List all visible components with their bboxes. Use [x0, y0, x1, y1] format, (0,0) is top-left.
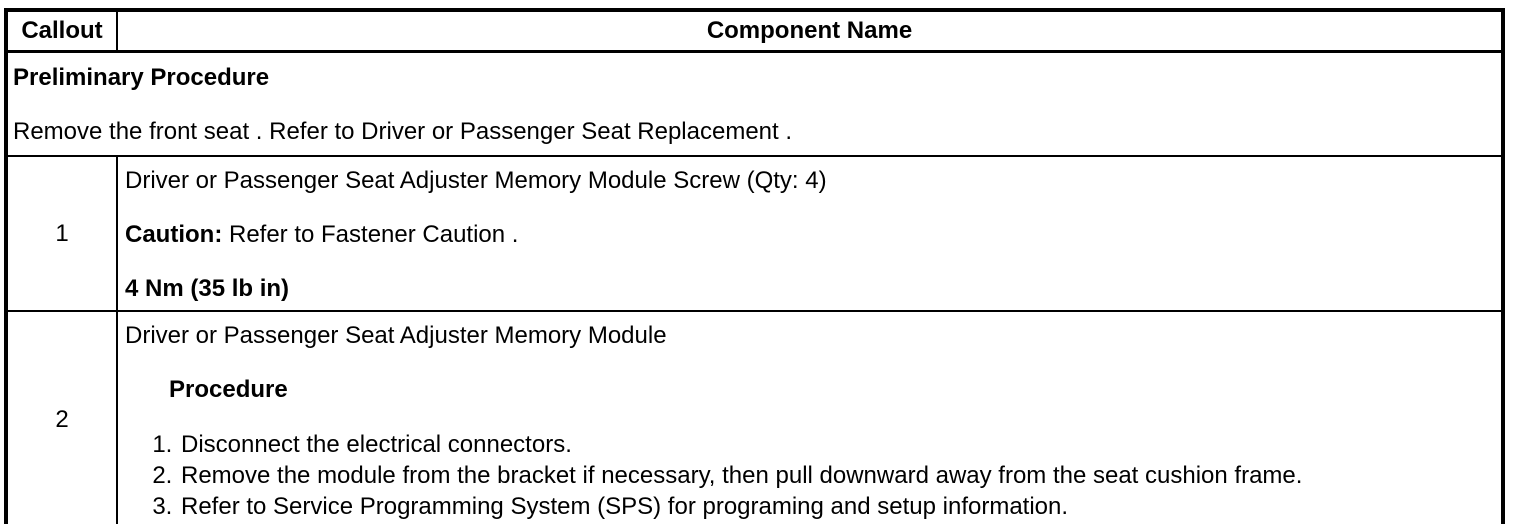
procedure-heading: Procedure: [169, 376, 288, 403]
header-cell-component-name: Component Name: [116, 10, 1503, 53]
header-row: Callout Component Name: [6, 10, 1503, 53]
preliminary-procedure-row: Preliminary Procedure Remove the front s…: [6, 50, 1503, 157]
preliminary-procedure-cell: Preliminary Procedure Remove the front s…: [6, 50, 1503, 157]
table-row: 2 Driver or Passenger Seat Adjuster Memo…: [6, 310, 1503, 524]
caution-note: Caution: Refer to Fastener Caution .: [125, 220, 1491, 250]
component-callout-table: Callout Component Name Preliminary Proce…: [4, 8, 1505, 524]
caution-label: Caution:: [125, 221, 223, 248]
component-cell: Driver or Passenger Seat Adjuster Memory…: [116, 155, 1503, 312]
component-cell: Driver or Passenger Seat Adjuster Memory…: [116, 310, 1503, 524]
table-row: 1 Driver or Passenger Seat Adjuster Memo…: [6, 155, 1503, 312]
callout-number: 1: [6, 155, 118, 312]
header-cell-callout: Callout: [6, 10, 118, 53]
preliminary-procedure-text: Remove the front seat . Refer to Driver …: [13, 118, 793, 145]
torque-spec: 4 Nm (35 lb in): [125, 275, 290, 302]
procedure-step: Remove the module from the bracket if ne…: [179, 460, 1491, 491]
callout-number: 2: [6, 310, 118, 524]
component-name-text: Driver or Passenger Seat Adjuster Memory…: [125, 322, 667, 349]
procedure-steps: Disconnect the electrical connectors. Re…: [125, 429, 1491, 522]
component-name-text: Driver or Passenger Seat Adjuster Memory…: [125, 167, 827, 194]
preliminary-procedure-title: Preliminary Procedure: [13, 64, 270, 91]
procedure-step: Disconnect the electrical connectors.: [179, 429, 1491, 460]
procedure-step: Refer to Service Programming System (SPS…: [179, 491, 1491, 522]
caution-text: Refer to Fastener Caution .: [222, 221, 519, 248]
